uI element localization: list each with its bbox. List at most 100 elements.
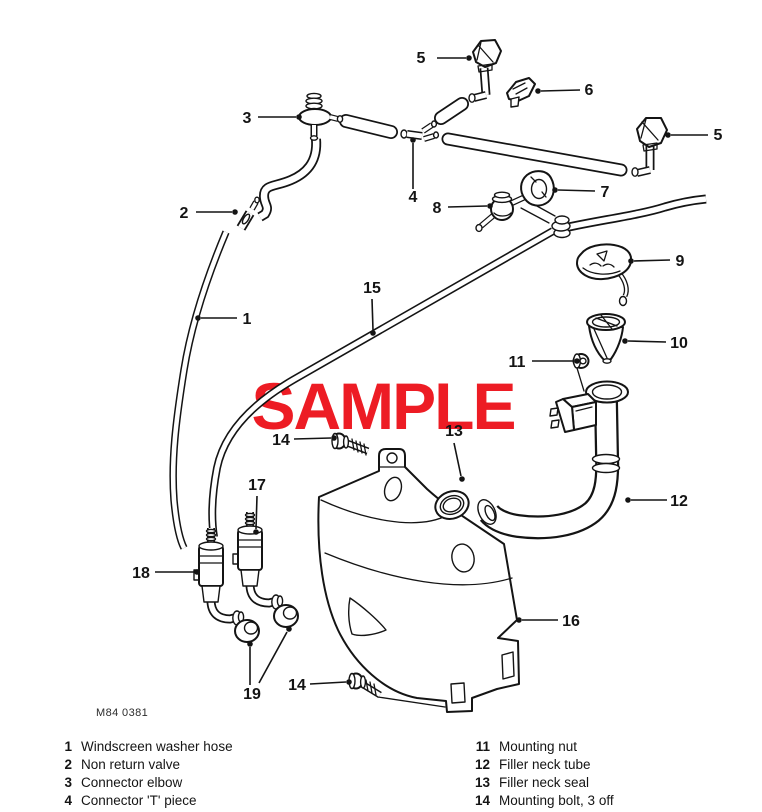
callout-number: 5 (714, 127, 723, 144)
part-hose-piece-c (441, 132, 628, 177)
callout-dot (622, 338, 628, 344)
callout-number: 2 (180, 205, 189, 222)
legend-item-11: 11 Mounting nut (466, 738, 614, 756)
callout-number: 19 (243, 686, 261, 703)
callout-dot (459, 476, 465, 482)
legend-number: 12 (474, 757, 490, 772)
part-callout-14: 14 (272, 432, 337, 449)
part-reservoir (317, 448, 520, 713)
legend-number: 14 (474, 793, 490, 808)
part-mounting-bolt-bottom (348, 672, 382, 698)
callout-leader-line (371, 298, 374, 331)
part-connector-elbow (298, 92, 344, 141)
part-callout-8: 8 (433, 200, 493, 217)
callout-number: 12 (670, 493, 688, 510)
callout-number: 8 (433, 200, 442, 217)
part-pump-grommets (234, 604, 299, 643)
callout-number: 18 (132, 565, 150, 582)
part-jet-clip (506, 77, 536, 108)
part-callout-14: 14 (288, 677, 352, 694)
callout-number: 10 (670, 335, 688, 352)
callout-dot (665, 132, 671, 138)
legend-left-column: 1 Windscreen washer hose 2 Non return valve… (48, 738, 233, 810)
callout-dot (516, 617, 522, 623)
legend-label: Connector elbow (81, 775, 183, 790)
callout-dot (625, 497, 631, 503)
part-washer-jet-top (468, 39, 502, 103)
callout-dot (296, 114, 302, 120)
callout-number: 17 (248, 477, 266, 494)
part-filter-funnel (586, 313, 626, 364)
part-callout-4: 4 (409, 137, 418, 206)
part-filler-neck-tube (477, 380, 629, 540)
part-callout-15: 15 (363, 280, 381, 336)
part-filler-neck-seal (434, 490, 470, 520)
part-hose-run-15 (208, 227, 555, 538)
callout-leader-line (540, 89, 581, 92)
part-callout-12: 12 (625, 493, 688, 510)
part-washer-pump-rear (193, 528, 245, 626)
callout-leader-line (293, 437, 332, 440)
legend-item-2: 2 Non return valve (48, 756, 233, 774)
part-elbow-hose (257, 138, 322, 222)
part-vent-hose (563, 194, 707, 233)
callout-number: 11 (509, 354, 526, 371)
callout-number: 13 (445, 423, 463, 440)
part-grommet (520, 170, 555, 207)
callout-number: 15 (363, 280, 381, 297)
part-hose-clip (551, 215, 571, 239)
part-callout-16: 16 (516, 613, 580, 630)
callout-dot (331, 435, 337, 441)
callout-leader-line (557, 189, 596, 192)
legend-label: Mounting bolt, 3 off (499, 793, 614, 808)
legend-number: 2 (64, 757, 72, 772)
legend-item-3: 3 Connector elbow (48, 774, 233, 792)
callout-dot (194, 569, 200, 575)
callout-dot (574, 358, 580, 364)
callout-number: 9 (676, 253, 685, 270)
part-washer-jet-right (631, 117, 668, 177)
legend-label: Non return valve (81, 757, 181, 772)
callout-dot (410, 137, 416, 143)
callout-dot (286, 626, 292, 632)
callout-dot (195, 315, 201, 321)
figure-code: M84 0381 (96, 707, 149, 719)
callout-dot (247, 641, 253, 647)
legend-number: 1 (64, 739, 72, 754)
part-callout-6: 6 (535, 82, 594, 99)
callout-dot (535, 88, 541, 94)
callout-number: 5 (417, 50, 426, 67)
callout-number: 14 (272, 432, 290, 449)
callout-number: 7 (601, 184, 610, 201)
legend-number: 3 (64, 775, 72, 790)
legend-label: Mounting nut (499, 739, 578, 754)
part-connector-t-piece (400, 120, 440, 142)
callout-dot (552, 187, 558, 193)
callout-dot (346, 679, 352, 685)
callout-number: 16 (562, 613, 580, 630)
legend-number: 11 (475, 739, 490, 754)
part-callout-10: 10 (622, 335, 688, 352)
callout-leader-line (255, 495, 258, 530)
part-non-return-valve (236, 196, 260, 231)
part-washer-pump-front (232, 512, 284, 610)
callout-leader-line (633, 259, 671, 262)
callout-dot (628, 258, 634, 264)
part-hose-piece-b (434, 97, 469, 125)
legend-label: Connector 'T' piece (81, 793, 197, 808)
part-callout-19: 19 (243, 626, 292, 703)
callout-dot (370, 330, 376, 336)
callout-leader-line (453, 442, 462, 477)
callout-leader-line (258, 631, 288, 684)
legend-number: 13 (474, 775, 490, 790)
part-hose-piece-a (339, 114, 398, 139)
legend-label: Windscreen washer hose (81, 739, 233, 754)
part-callout-7: 7 (552, 184, 610, 201)
